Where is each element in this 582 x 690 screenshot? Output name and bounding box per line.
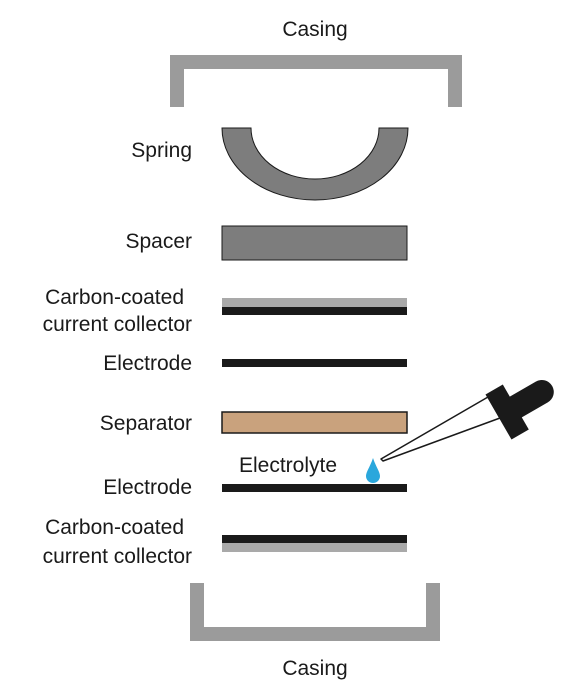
carbon-collector-bottom-label-line1: Carbon-coated <box>45 516 184 539</box>
separator <box>221 411 408 434</box>
separator-label: Separator <box>100 412 192 435</box>
dropper <box>380 380 554 462</box>
casing-top <box>170 55 462 107</box>
carbon-collector-bottom-label-line2: current collector <box>43 545 192 568</box>
spring-label: Spring <box>131 139 192 162</box>
electrode-top <box>222 359 407 367</box>
dropper-bulb <box>508 380 554 419</box>
current-collector-bottom <box>222 535 407 543</box>
dropper-collar <box>485 384 529 440</box>
electrode-bottom <box>222 484 407 492</box>
carbon-collector-top-label-line1: Carbon-coated <box>45 286 184 309</box>
electrode-top-label: Electrode <box>103 352 192 375</box>
current-collector-top <box>222 307 407 315</box>
electrolyte-label: Electrolyte <box>239 454 337 477</box>
spacer-label: Spacer <box>125 230 192 253</box>
spring <box>221 127 409 201</box>
casing-bottom <box>190 583 440 641</box>
carbon-coating-bottom <box>222 543 407 552</box>
casing-bottom-label: Casing <box>282 657 347 680</box>
electrode-bottom-label: Electrode <box>103 476 192 499</box>
carbon-collector-top-label-line2: current collector <box>43 313 192 336</box>
spacer <box>221 225 408 261</box>
electrolyte-drop-icon <box>366 458 380 483</box>
carbon-coating-top <box>222 298 407 307</box>
casing-top-label: Casing <box>282 18 347 41</box>
